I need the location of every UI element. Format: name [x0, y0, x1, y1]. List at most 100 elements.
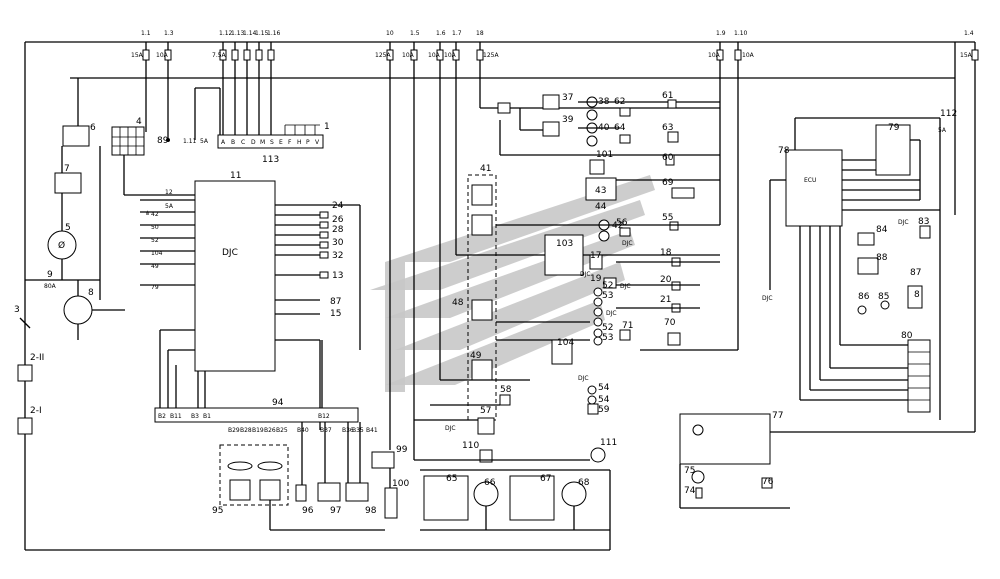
svg-text:97: 97: [330, 506, 341, 516]
svg-text:60: 60: [662, 153, 674, 163]
svg-text:52: 52: [151, 237, 159, 244]
relay-103: 103 DJC 17 19 DJC 18 20 21: [544, 234, 720, 313]
svg-text:54: 54: [598, 395, 610, 405]
switch-70: [667, 332, 681, 346]
svg-text:21: 21: [660, 295, 671, 305]
svg-text:63: 63: [662, 123, 673, 133]
svg-text:84: 84: [876, 225, 888, 235]
svg-text:26: 26: [332, 215, 344, 225]
bus-label: 10: [386, 30, 394, 37]
svg-text:DJC: DJC: [620, 283, 631, 290]
battery-2-II: [17, 364, 33, 382]
bus-label: 1.7: [452, 30, 462, 37]
wiper-motors: 65 66 67 68: [420, 469, 611, 550]
svg-text:DJC: DJC: [445, 425, 456, 432]
svg-text:20: 20: [660, 275, 672, 285]
bus-label: 1.13: [231, 30, 245, 37]
relay-7: [54, 172, 82, 194]
svg-text:56: 56: [616, 218, 628, 228]
bus-label: 1.9: [716, 30, 726, 37]
svg-text:87: 87: [330, 297, 341, 307]
svg-text:125A: 125A: [483, 52, 499, 59]
svg-text:103: 103: [556, 239, 573, 249]
fuse-row: 15A 10A 7.5A 125A 10A 10A 10A 125A 10A: [131, 42, 979, 460]
svg-text:37: 37: [562, 93, 573, 103]
component-96: [295, 484, 307, 502]
bus-label: 18: [476, 30, 484, 37]
svg-text:52: 52: [602, 281, 613, 291]
lamp-group-top: 37 39 38 40 62 64 61 63: [480, 91, 720, 156]
ecu-78: 78 ECU 79 112 5A DJC DJC 83 84 88 87 8 8…: [762, 109, 957, 420]
svg-text:28: 28: [332, 225, 344, 235]
bus-label: 1.12: [219, 30, 233, 37]
bus-label: 1.5: [410, 30, 420, 37]
svg-text:98: 98: [365, 506, 377, 516]
switch-71: [619, 329, 631, 341]
bus-label: 1.16: [267, 30, 281, 37]
fuse-1-12: [219, 49, 227, 61]
lower-mid: 54 54 58 59 57 DJC 110 111: [414, 383, 617, 463]
lamp-group-mid: 101 43 44 42 56 DJC 60 69 55: [496, 150, 720, 247]
svg-text:10A: 10A: [156, 52, 169, 59]
svg-text:6: 6: [90, 123, 96, 133]
svg-text:44: 44: [595, 202, 607, 212]
svg-text:15A: 15A: [131, 52, 144, 59]
svg-text:B29: B29: [228, 427, 240, 434]
svg-text:96: 96: [302, 506, 314, 516]
fuse-1-14: [243, 49, 251, 61]
bus-labels: 1.1 1.3 1.12 1.13 1.14 1.15 1.16 10 1.5 …: [141, 30, 974, 37]
ecu-label: DJC: [222, 248, 238, 258]
svg-text:5A: 5A: [938, 127, 947, 134]
svg-text:DJC: DJC: [898, 219, 909, 226]
switch-76: [761, 477, 773, 489]
bus-label: 1.10: [734, 30, 748, 37]
svg-text:104: 104: [557, 338, 574, 348]
svg-text:⋔: ⋔: [145, 210, 150, 217]
switch-4: 4: [111, 117, 195, 196]
svg-text:9: 9: [47, 270, 53, 280]
component-98: [345, 482, 369, 502]
connector-113: A B C D M S E F H P V 113 1: [217, 122, 330, 165]
svg-text:125A: 125A: [375, 52, 391, 59]
svg-text:B40: B40: [297, 427, 309, 434]
component-97: [317, 482, 341, 502]
fuse-1-7: [452, 49, 460, 61]
svg-text:42: 42: [612, 221, 623, 231]
relay-79: [875, 124, 911, 176]
svg-text:8: 8: [88, 288, 94, 298]
svg-text:B2: B2: [158, 413, 166, 420]
svg-text:8: 8: [914, 290, 920, 300]
svg-text:110: 110: [462, 441, 479, 451]
relay-57: [477, 417, 495, 435]
svg-text:5A: 5A: [200, 138, 209, 145]
svg-text:C: C: [241, 139, 245, 146]
svg-text:52: 52: [602, 323, 613, 333]
svg-text:111: 111: [600, 438, 617, 448]
svg-text:100: 100: [392, 479, 409, 489]
svg-text:80: 80: [901, 331, 913, 341]
svg-text:17: 17: [590, 251, 601, 261]
gauge-75: [691, 470, 705, 484]
svg-text:B19: B19: [252, 427, 264, 434]
lamp-72: [692, 424, 704, 436]
svg-text:DJC: DJC: [762, 295, 773, 302]
svg-text:55: 55: [662, 213, 673, 223]
svg-text:B12: B12: [318, 413, 330, 420]
svg-text:49: 49: [151, 263, 159, 270]
fuse-1-1: [142, 49, 150, 61]
battery-2-I: [17, 417, 33, 435]
switch-39: [542, 121, 560, 137]
bus-label: 1.3: [164, 30, 174, 37]
relay-101: [589, 159, 605, 175]
lamp-111: [590, 447, 606, 463]
fuse-1-4: [971, 49, 979, 61]
bus-label: 1.4: [964, 30, 974, 37]
svg-text:76: 76: [762, 477, 774, 487]
svg-text:54: 54: [598, 383, 610, 393]
svg-text:78: 78: [778, 146, 790, 156]
svg-text:B37: B37: [320, 427, 332, 434]
svg-text:53: 53: [602, 291, 613, 301]
svg-text:7: 7: [64, 164, 70, 174]
svg-text:11: 11: [230, 171, 241, 181]
